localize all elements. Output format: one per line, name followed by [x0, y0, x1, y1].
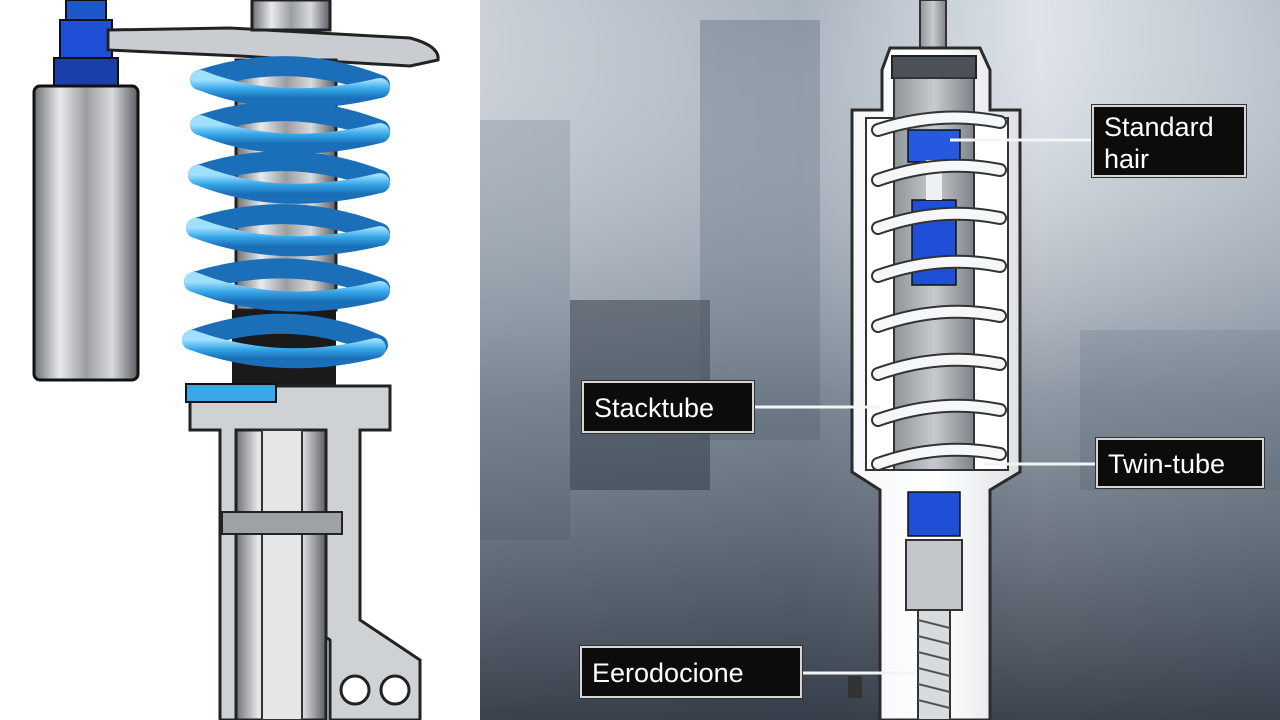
label-standard-line1: Standard: [1104, 112, 1214, 142]
spring-seat: [185, 383, 277, 403]
upper-mount-plate: [106, 0, 440, 68]
label-eerodocione: Eerodocione: [580, 646, 802, 698]
lower-housing: [188, 384, 422, 720]
coilover-drawing: [32, 0, 440, 720]
coilover-illustration-panel: [0, 0, 480, 720]
reservoir-canister: [32, 0, 140, 382]
internal-coil-spring: [871, 110, 1007, 471]
shock-cutaway-drawing: [480, 0, 1280, 720]
label-stacktube: Stacktube: [582, 381, 754, 433]
label-standard-hair: Standard hair: [1092, 105, 1246, 177]
piston-rod-top: [919, 0, 947, 49]
label-twin-tube: Twin-tube: [1096, 438, 1264, 488]
cutaway-diagram-panel: [480, 0, 1280, 720]
label-standard-line2: hair: [1104, 144, 1150, 174]
coil-spring: [182, 56, 390, 369]
small-fitting: [848, 676, 862, 698]
callout-leader-lines: [754, 138, 1096, 675]
